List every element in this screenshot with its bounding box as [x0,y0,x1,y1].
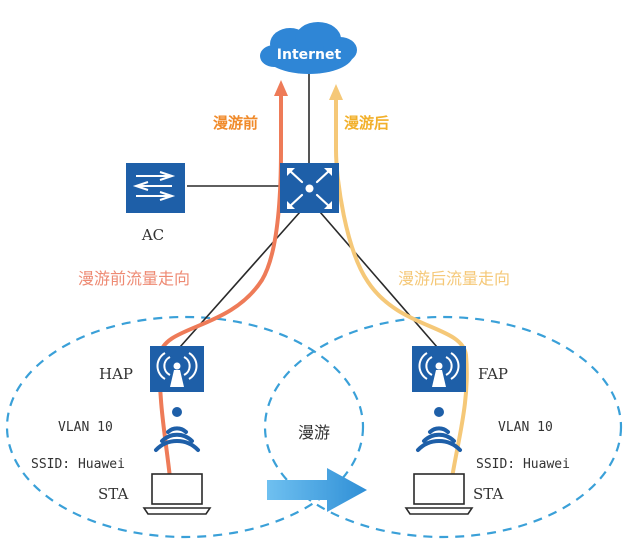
left-coverage-ellipse [5,315,365,539]
flow-after-path [334,90,469,480]
flow-before-arrowhead [274,80,288,96]
right-ssid-label: SSID: Huawei [476,457,570,472]
flow-after-label: 漫游后 [344,114,389,132]
left-wifi-signal-icon [154,426,200,452]
roam-label: 漫游 [298,423,330,442]
internet-label: Internet [277,47,342,63]
right-wifi-dot [434,407,444,417]
internet-cloud-icon [260,22,357,74]
core-switch-icon [280,163,339,213]
fap-access-point-icon [412,346,466,392]
right-sta-label: STA [473,485,503,503]
right-vlan-label: VLAN 10 [498,420,553,435]
roam-arrow-icon [267,468,367,512]
flow-before-label: 漫游前 [213,114,258,132]
fap-label: FAP [478,365,508,383]
flow-after-description: 漫游后流量走向 [398,269,510,288]
left-ssid-label: SSID: Huawei [31,457,125,472]
right-coverage-ellipse [263,315,623,539]
hap-label: HAP [99,365,133,383]
left-sta-laptop-icon [142,473,212,515]
left-sta-label: STA [98,485,128,503]
hap-access-point-icon [150,346,204,392]
ac-controller-icon [126,163,185,213]
ac-label: AC [141,226,164,244]
left-wifi-dot [172,407,182,417]
flow-before-path [157,86,283,480]
right-wifi-signal-icon [416,426,462,452]
flow-before-description: 漫游前流量走向 [78,269,190,288]
left-vlan-label: VLAN 10 [58,420,113,435]
right-sta-laptop-icon [404,473,474,515]
flow-after-arrowhead [329,84,343,100]
